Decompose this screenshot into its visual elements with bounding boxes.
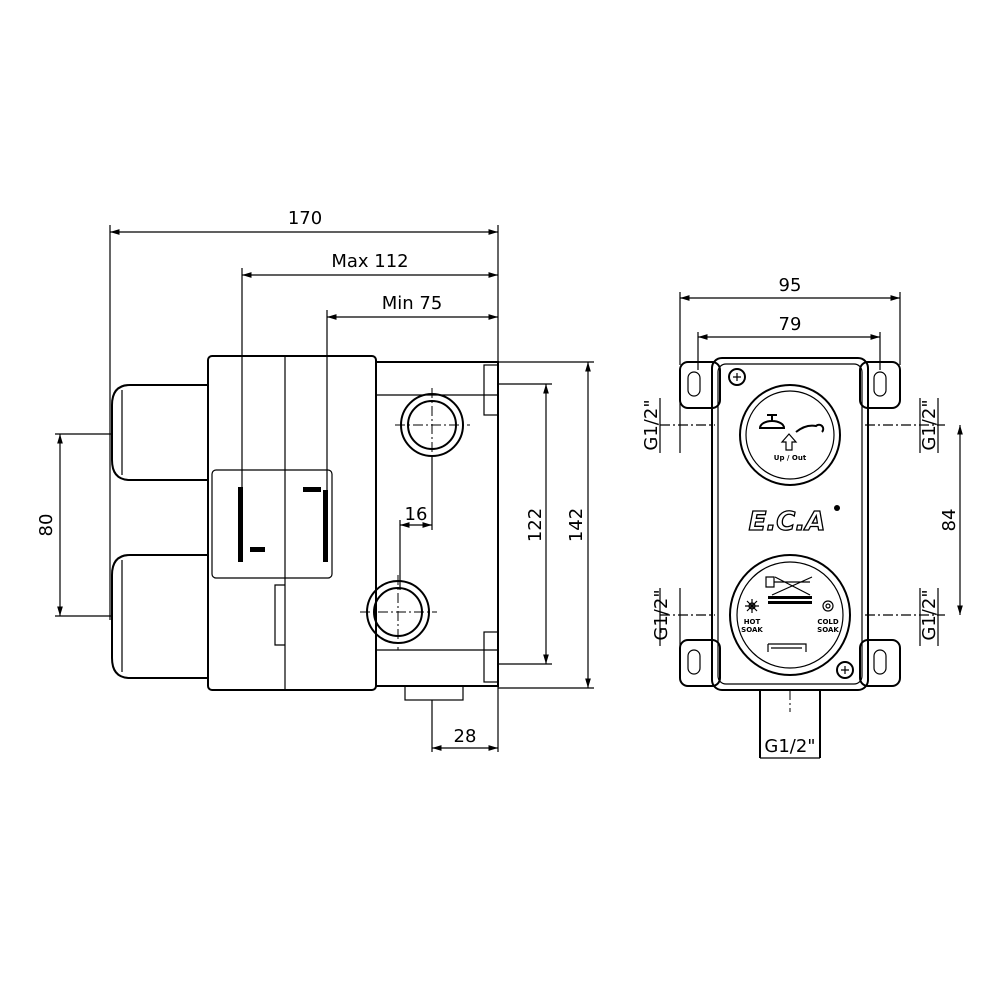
screw-icon — [728, 368, 746, 386]
side-view: 170 Max 112 Min 75 80 16 122 142 28 — [36, 208, 594, 752]
temperature-dial: HOT SOAK COLD SOAK — [729, 554, 851, 676]
dim-80: 80 — [36, 514, 57, 537]
dim-84: 84 — [939, 509, 960, 532]
thread-label-bottom-right: G1/2" — [919, 589, 940, 640]
cold-soak-label: SOAK — [817, 626, 839, 634]
cold-label: COLD — [817, 618, 839, 626]
diverter-dial: Up / Out — [739, 384, 841, 486]
arrow-up-icon — [780, 433, 798, 451]
screw-icon — [836, 661, 854, 679]
thread-label-top-right: G1/2" — [919, 399, 940, 450]
thread-label-top-left: G1/2" — [641, 399, 662, 450]
dimension-lines-front — [659, 292, 963, 759]
thread-label-bottom-left: G1/2" — [651, 589, 672, 640]
depth-panel — [211, 469, 333, 579]
dim-79: 79 — [779, 314, 802, 335]
overhead-shower-icon — [758, 414, 786, 429]
hot-soak-label: SOAK — [741, 626, 763, 634]
dim-max-112: Max 112 — [331, 251, 408, 272]
dim-16: 16 — [405, 504, 428, 525]
sun-icon — [745, 599, 759, 613]
dim-122: 122 — [525, 508, 546, 542]
svg-text:E.C.A: E.C.A — [749, 507, 826, 537]
no-bath-icon — [765, 576, 813, 596]
dim-min-75: Min 75 — [382, 293, 443, 314]
outlet-pipe — [759, 690, 821, 758]
bath-spout-icon — [767, 643, 807, 652]
eca-logo: E.C.A — [748, 505, 840, 538]
dim-95: 95 — [779, 275, 802, 296]
inlet-port-top — [395, 388, 470, 462]
front-view: Up / Out E.C.A HOT SOAK COLD SOAK — [641, 275, 963, 759]
dimension-lines-side — [55, 225, 594, 752]
upper-dial-label: Up / Out — [774, 454, 807, 462]
dim-170: 170 — [288, 208, 322, 229]
dim-28: 28 — [454, 726, 477, 747]
knob-top — [111, 384, 208, 481]
thread-label-outlet: G1/2" — [764, 736, 815, 757]
valve-body-side — [207, 355, 499, 701]
hot-label: HOT — [744, 618, 761, 626]
dim-142: 142 — [566, 508, 587, 542]
hand-shower-icon — [795, 423, 825, 433]
inlet-port-bottom — [360, 575, 437, 650]
snowflake-icon — [822, 600, 834, 612]
knob-bottom — [111, 554, 208, 679]
